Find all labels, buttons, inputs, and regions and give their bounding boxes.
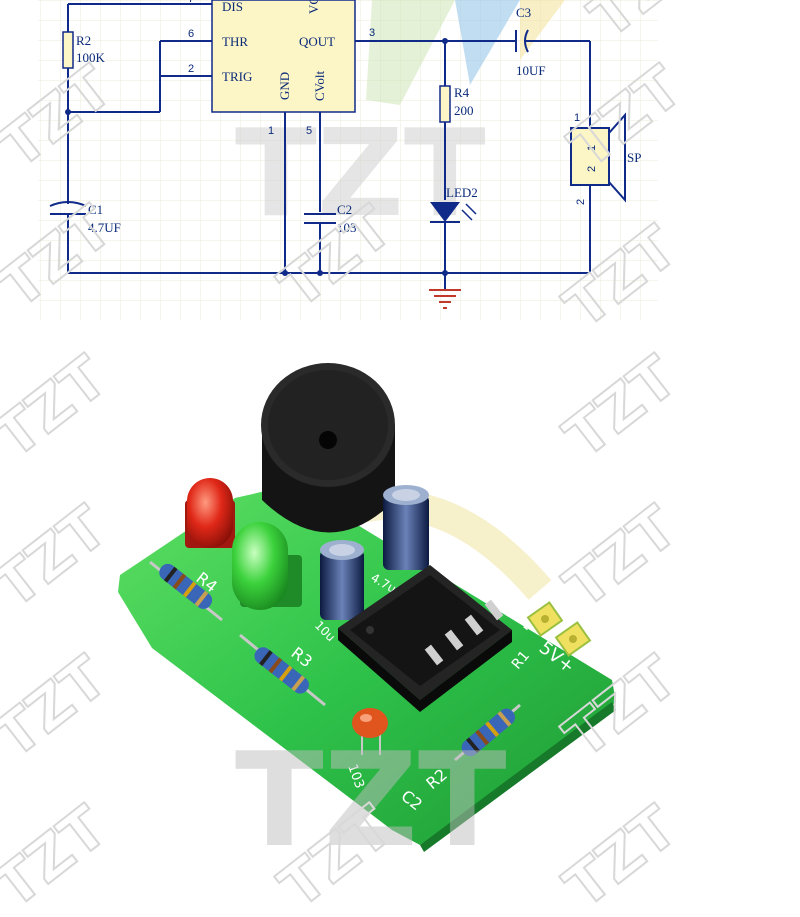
svg-text:TZT: TZT xyxy=(235,724,507,876)
svg-text:TZT: TZT xyxy=(552,343,690,471)
ic-pin-5-number: 5 xyxy=(306,125,312,137)
electrolytic-capacitor-10u xyxy=(320,540,364,620)
r2-value-label: 100K xyxy=(76,50,106,65)
led2-name-label: LED2 xyxy=(446,185,478,200)
ic-pin-2-number: 2 xyxy=(188,63,194,75)
watermark-large-bottom: TZT xyxy=(235,724,507,876)
pcb-board-illustration: R4 R3 R2 C2 103 xyxy=(0,342,690,917)
ic-pin-thr-label: THR xyxy=(222,34,248,49)
c1-curved-plate xyxy=(49,201,87,207)
speaker-name-label: SP xyxy=(627,150,641,165)
svg-text:TZT: TZT xyxy=(552,493,690,621)
svg-text:TZT: TZT xyxy=(0,343,119,471)
svg-text:TZT: TZT xyxy=(0,793,119,917)
r4-value-label: 200 xyxy=(454,103,474,118)
ic-vcc-label: VC xyxy=(306,0,321,14)
ground-symbol xyxy=(429,289,461,309)
ic-cvolt-label: CVolt xyxy=(312,71,327,101)
green-led xyxy=(232,522,302,610)
schematic-diagram: TZT DIS 7 THR 6 TRIG 2 VC GND CVolt QOUT… xyxy=(0,0,715,330)
electrolytic-capacitor-4-7u xyxy=(383,485,429,570)
speaker-inner-pin2: 2 xyxy=(586,166,598,172)
c2-value-label: 103 xyxy=(337,220,357,235)
resistor-r3 xyxy=(239,633,326,707)
c3-name-label: C3 xyxy=(516,5,531,20)
c1-value-label: 4.7UF xyxy=(88,220,121,235)
ic-pin-7-number: 7 xyxy=(188,0,194,5)
ic-pin-trig-label: TRIG xyxy=(222,69,252,84)
ic-pin-6-number: 6 xyxy=(188,28,194,40)
red-led xyxy=(185,478,235,548)
c2-name-label: C2 xyxy=(337,202,352,217)
resistor-r4 xyxy=(149,560,223,622)
ic-gnd-label: GND xyxy=(277,72,292,100)
watermark-logo-graphic xyxy=(366,0,565,105)
speaker-symbol xyxy=(570,112,626,203)
ic-pin-dis-label: DIS xyxy=(222,0,243,14)
svg-text:TZT: TZT xyxy=(0,493,119,621)
ic-out-label: QOUT xyxy=(299,34,335,49)
buzzer-hole-icon xyxy=(319,431,337,449)
svg-text:TZT: TZT xyxy=(552,793,690,917)
r2-name-label: R2 xyxy=(76,33,91,48)
speaker-pin1-number: 1 xyxy=(574,112,580,124)
resistor-r2 xyxy=(454,703,521,762)
r4-name-label: R4 xyxy=(454,85,470,100)
ic-pin-3-number: 3 xyxy=(369,27,375,39)
timer-ic-body xyxy=(211,0,356,113)
timer-ic-chip xyxy=(338,565,512,712)
svg-text:TZT: TZT xyxy=(0,643,119,771)
speaker-pin2-number: 2 xyxy=(575,199,587,205)
ic-pin-1-number: 1 xyxy=(268,125,274,137)
c3-value-label: 10UF xyxy=(516,63,546,78)
c1-name-label: C1 xyxy=(88,202,103,217)
speaker-inner-pin1: 1 xyxy=(586,145,598,151)
ceramic-capacitor-c2 xyxy=(352,708,388,755)
r4-resistor-body xyxy=(439,85,451,123)
buzzer xyxy=(261,363,395,533)
power-pads xyxy=(526,601,592,657)
